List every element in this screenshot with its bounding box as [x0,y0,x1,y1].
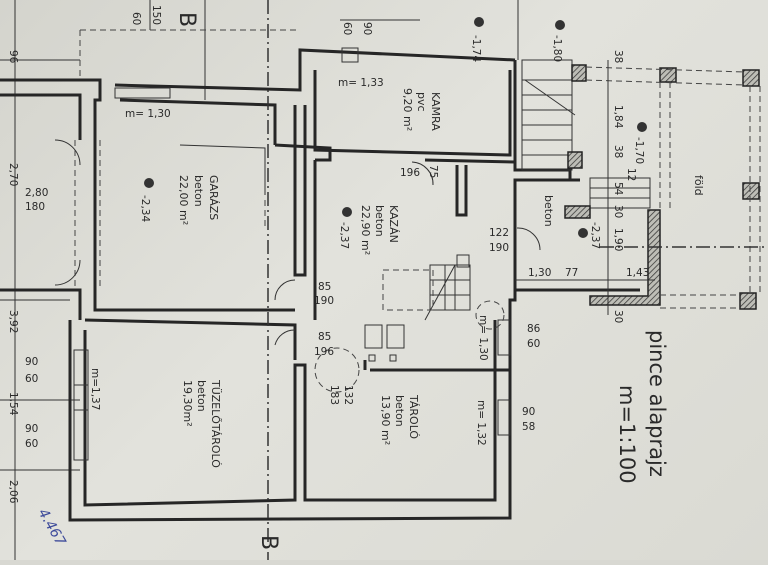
dimension: 60 [341,22,353,35]
dimension: 1,90 [612,228,624,251]
sill-label: m= 1,30 [477,315,489,361]
dimension: 90 [361,22,373,35]
dimension: 60 [130,12,142,25]
room-name: TÜZELŐTÁROLÓ [209,379,223,468]
dimension: 60 [25,373,38,385]
entry-floor: beton [542,195,555,227]
level-kazan: -2,37 [338,222,350,249]
level-garage: -2,34 [139,195,151,222]
dimension: 1,54 [7,392,19,416]
dimension: 90 [522,406,535,418]
section-marker-top: B [174,12,199,27]
dimension: 3,92 [7,310,19,333]
room-floor: beton [373,205,386,237]
windows [73,47,511,461]
room-area: 19,30m² [181,380,194,427]
dimension: 190 [489,242,509,254]
dimension: 96 [7,50,19,64]
dimension: 196 [314,346,334,358]
room-name: KAMRA [429,92,442,131]
dimension: 85 [318,281,331,293]
room-floor: pvc [415,92,428,112]
room-floor: beton [393,395,406,427]
level-terrace: -1,70 [633,137,645,164]
dimension: 2,70 [7,163,19,186]
level-entry: -2,37 [589,222,601,249]
dimension: 30 [612,205,624,218]
dimension: 122 [489,227,509,239]
dimension: 90 [25,356,38,368]
dimension: 86 [527,323,541,335]
dimension: 54 [612,182,624,196]
level-top-1: -1,74 [470,35,482,62]
dimension: 38 [612,50,624,63]
dimension: 132 [342,385,354,405]
dimension: 60 [527,338,540,350]
room-name: TÁROLÓ [407,394,420,439]
room-area: 13,90 m² [379,395,392,445]
drawing-title: pince alaprajz [645,330,669,477]
room-floor: beton [192,175,205,207]
sill-label: m= 1,32 [475,400,487,446]
dimension: 1,84 [612,105,624,129]
dimension-labels: 96 2,70 2,80 180 3,92 90 60 1,54 90 60 2… [7,5,649,504]
dimension: 1,43 [626,267,649,279]
dimension: 77 [565,267,578,279]
sill-label: m=1,37 [89,368,101,410]
dimension: 180 [25,201,45,213]
handwritten-note: 4.467 [35,506,69,549]
dimension: 2,06 [7,480,19,504]
dimension: 190 [314,295,334,307]
window-sill-labels: m= 1,30 m= 1,33 m=1,37 m= 1,30 m= 1,32 [89,77,489,446]
drawing-title-block: pince alaprajz m=1:100 [615,330,669,484]
dimension: 38 [612,145,624,158]
room-floor: beton [195,380,208,412]
dimension: 75 [427,165,439,178]
dimension: 30 [612,310,624,323]
dimension: 1,30 [528,267,551,279]
dimension: 2,80 [25,187,48,199]
dimension: 196 [400,167,420,179]
section-line-b: B B [174,0,281,560]
room-area: 9,20 m² [401,88,414,131]
reference-lines [0,0,519,560]
dimension: 12 [625,168,637,181]
dimension: 60 [25,438,38,450]
level-markers: -2,34 -2,37 -1,74 -1,80 -1,70 -2,37 [139,17,647,249]
level-top-2: -1,80 [551,35,563,62]
terrace [515,60,768,315]
dimension: 58 [522,421,535,433]
section-marker-bottom: B [256,535,281,550]
dimension: 85 [318,331,331,343]
sill-label: m= 1,33 [338,77,384,89]
dimension: 183 [328,385,340,405]
dimension: 90 [25,423,38,435]
room-area: 22,00 m² [177,175,190,225]
dimension: 150 [150,5,162,25]
drawing-scale: m=1:100 [615,385,639,484]
room-name: KAZÁN [387,205,400,243]
room-labels: GARÁZS beton 22,00 m² KAMRA pvc 9,20 m² … [177,88,705,468]
room-area: 22,90 m² [359,205,372,255]
doors [54,139,541,393]
sill-label: m= 1,30 [125,108,171,120]
room-name: GARÁZS [207,175,220,220]
walls [0,48,651,522]
outdoor-label: föld [692,175,705,196]
